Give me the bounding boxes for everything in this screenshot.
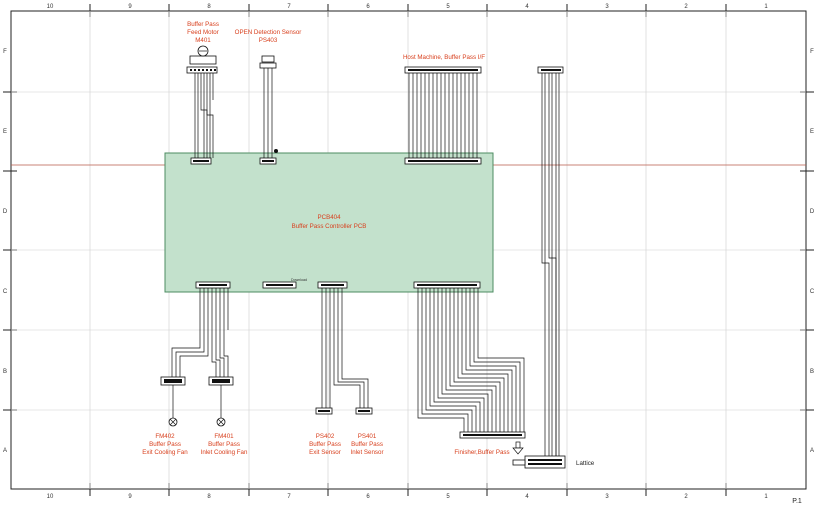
col-label: 6 <box>366 494 370 500</box>
col-label: 1 <box>764 4 768 10</box>
pcb-subtitle: Buffer Pass Controller PCB <box>292 223 367 230</box>
sensor-exit-label-1: PS402 <box>316 433 335 440</box>
fan-exit-label-2: Buffer Pass <box>149 441 181 448</box>
host-if-label: Host Machine, Buffer Pass I/F <box>403 54 485 61</box>
pcb-board <box>164 152 494 293</box>
row-label: A <box>810 448 814 454</box>
row-label: D <box>3 209 8 215</box>
col-label: 3 <box>605 4 609 10</box>
lattice-label: Lattice <box>576 460 595 467</box>
column-labels-top: 10 9 8 7 6 5 4 3 2 1 <box>47 4 769 10</box>
row-label: C <box>3 289 8 295</box>
col-label: 10 <box>47 4 54 10</box>
download-label: Download <box>291 278 307 282</box>
row-label: A <box>3 448 7 454</box>
row-label: F <box>3 49 7 55</box>
sensor-exit-label-3: Exit Sensor <box>309 449 341 456</box>
wires <box>171 64 560 456</box>
fan-exit-label-3: Exit Cooling Fan <box>142 449 188 456</box>
fan-inlet-label-3: Inlet Cooling Fan <box>201 449 248 456</box>
row-label: B <box>3 369 7 375</box>
fan-inlet-label-2: Buffer Pass <box>208 441 240 448</box>
col-label: 8 <box>207 4 211 10</box>
sensor-icon <box>261 55 275 63</box>
row-label: E <box>3 129 7 135</box>
row-label: E <box>810 129 814 135</box>
fan-inlet-icon <box>208 376 234 427</box>
row-label: F <box>810 49 814 55</box>
col-label: 9 <box>128 4 132 10</box>
col-label: 10 <box>47 494 54 500</box>
page-number: P.1 <box>792 498 802 505</box>
connector-pins <box>190 69 562 465</box>
col-label: 5 <box>446 4 450 10</box>
col-label: 2 <box>684 4 688 10</box>
row-label: B <box>810 369 814 375</box>
sensor-open-label-2: PS403 <box>259 37 278 44</box>
finisher-label: Finisher,Buffer Pass <box>454 449 509 456</box>
row-labels: F E D C B A F E D C B A <box>3 49 815 454</box>
sensor-open-label-1: OPEN Detection Sensor <box>235 29 302 36</box>
motor-label-3: M401 <box>195 37 211 44</box>
motor-label-1: Buffer Pass <box>187 21 219 28</box>
motor-icon <box>189 45 217 65</box>
pcb-name: PCB404 <box>317 214 341 221</box>
row-label: D <box>810 209 815 215</box>
sensor-inlet-label-3: Inlet Sensor <box>350 449 383 456</box>
sensor-exit-label-2: Buffer Pass <box>309 441 341 448</box>
col-label: 8 <box>207 494 211 500</box>
col-label: 3 <box>605 494 609 500</box>
row-label: C <box>810 289 815 295</box>
sensor-inlet-label-2: Buffer Pass <box>351 441 383 448</box>
fan-inlet-label-1: FM401 <box>214 433 234 440</box>
col-label: 6 <box>366 4 370 10</box>
col-label: 2 <box>684 494 688 500</box>
finisher-arrow-icon <box>512 441 524 455</box>
col-label: 4 <box>525 494 529 500</box>
column-labels-bottom: 10 9 8 7 6 5 4 3 2 1 <box>47 494 769 500</box>
fan-exit-icon <box>160 376 186 427</box>
motor-label-2: Feed Motor <box>187 29 219 36</box>
col-label: 7 <box>287 494 291 500</box>
sensor-inlet-label-1: PS401 <box>358 433 377 440</box>
col-label: 4 <box>525 4 529 10</box>
fan-exit-label-1: FM402 <box>155 433 175 440</box>
col-label: 1 <box>764 494 768 500</box>
col-label: 7 <box>287 4 291 10</box>
col-label: 5 <box>446 494 450 500</box>
col-label: 9 <box>128 494 132 500</box>
